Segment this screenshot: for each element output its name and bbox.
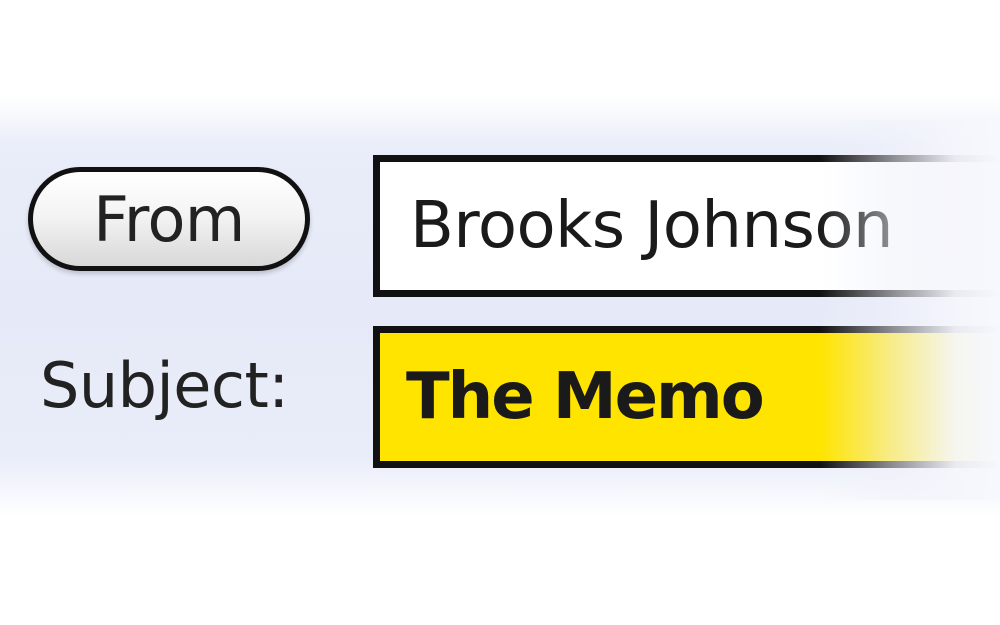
- from-button-label: From: [93, 183, 245, 256]
- subject-field[interactable]: The Memo: [373, 326, 1000, 468]
- subject-field-value: The Memo: [406, 360, 765, 434]
- from-button[interactable]: From: [28, 167, 310, 271]
- subject-label: Subject:: [40, 349, 289, 422]
- from-field[interactable]: Brooks Johnson: [373, 155, 1000, 297]
- from-field-value: Brooks Johnson: [410, 189, 894, 263]
